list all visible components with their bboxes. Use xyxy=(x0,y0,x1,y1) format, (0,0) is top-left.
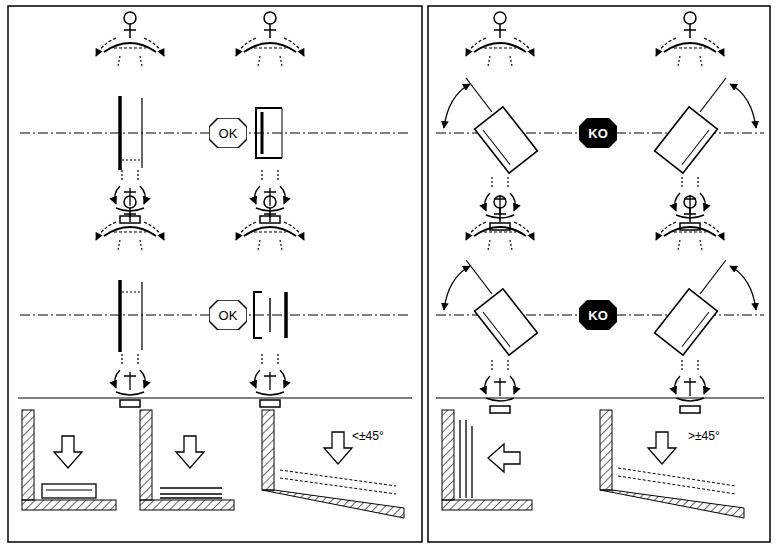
angle-label: <±45° xyxy=(350,430,386,443)
ok-badge: OK xyxy=(209,300,247,330)
badge-text: KO xyxy=(588,127,608,140)
angle-label: >±45° xyxy=(686,430,722,443)
ok-badge: OK xyxy=(209,118,247,148)
badge-text: KO xyxy=(588,309,608,322)
ko-badge: KO xyxy=(579,300,617,330)
badge-text: OK xyxy=(219,127,238,140)
badge-text: OK xyxy=(219,309,238,322)
ko-badge: KO xyxy=(579,118,617,148)
